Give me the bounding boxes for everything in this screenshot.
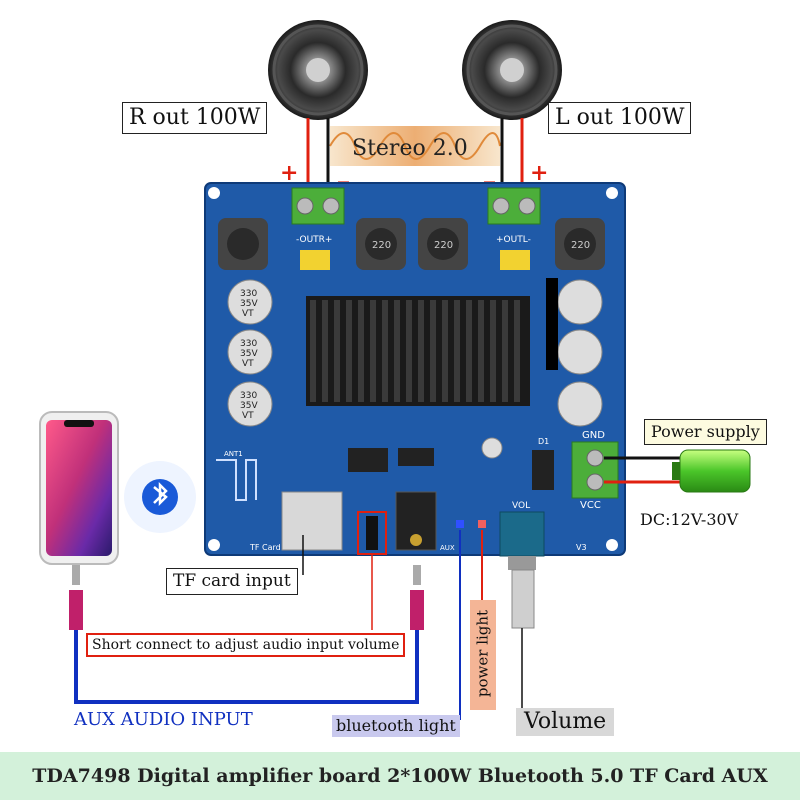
pcb-vcc-label: VCC <box>580 500 601 511</box>
power-led <box>478 520 486 528</box>
inductors: 220 220 220 <box>218 218 605 270</box>
svg-text:220: 220 <box>372 240 391 251</box>
stereo-wave <box>329 126 501 166</box>
label-power-supply: Power supply <box>644 419 767 445</box>
black-bar <box>546 278 558 370</box>
label-volume: Volume <box>516 708 615 736</box>
heatsink-fin <box>334 300 340 402</box>
heatsink-fin <box>406 300 412 402</box>
svg-text:35V: 35V <box>240 299 258 309</box>
aux-cable <box>69 565 424 704</box>
heatsink-fin <box>370 300 376 402</box>
heatsink-fins <box>310 300 520 402</box>
svg-text:TF Card: TF Card <box>249 543 281 552</box>
label-r-out: R out 100W <box>122 102 268 134</box>
heatsink-fin <box>358 300 364 402</box>
tf-card-slot <box>281 491 343 551</box>
heatsink-fin <box>418 300 424 402</box>
title-bar <box>0 752 800 800</box>
chip <box>398 448 434 466</box>
svg-text:_: _ <box>338 158 349 184</box>
battery-icon <box>672 449 751 493</box>
heatsink-fin <box>310 300 316 402</box>
output-terminal-right <box>291 187 345 225</box>
page-title: TDA7498 Digital amplifier board 2*100W B… <box>32 765 768 787</box>
heatsink-fin <box>382 300 388 402</box>
svg-text:VT: VT <box>242 359 254 369</box>
svg-text:VOL: VOL <box>512 501 530 511</box>
header-pins <box>366 516 378 550</box>
label-short-connect: Short connect to adjust audio input volu… <box>86 633 406 657</box>
heatsink-fin <box>442 300 448 402</box>
label-stereo: Stereo 2.0 <box>352 136 468 161</box>
label-power-light: power light <box>473 609 492 698</box>
yellow-capacitor <box>300 250 330 270</box>
svg-text:35V: 35V <box>240 401 258 411</box>
svg-text:330: 330 <box>240 339 257 349</box>
svg-text:330: 330 <box>240 289 257 299</box>
svg-text:330: 330 <box>240 391 257 401</box>
heatsink-fin <box>394 300 400 402</box>
smartphone <box>39 411 119 565</box>
volume-knob <box>508 556 536 629</box>
volume-jumper-highlight <box>357 511 387 555</box>
speaker-right <box>268 20 368 120</box>
svg-text:AUX: AUX <box>440 544 455 552</box>
heatsink-fin <box>502 300 508 402</box>
capacitors-left: 330 35V VT 330 35V VT 330 35V VT <box>227 279 273 427</box>
svg-text:220: 220 <box>571 240 590 251</box>
heatsink-fin <box>322 300 328 402</box>
heatsink-fin <box>514 300 520 402</box>
power-wires <box>604 456 688 484</box>
small-capacitor <box>481 437 503 459</box>
label-dc-range: DC:12V-30V <box>640 510 739 529</box>
pcb-out-r-label: -OUTR+ <box>296 235 332 245</box>
svg-text:+: + <box>280 160 298 186</box>
capacitors-right <box>557 279 603 427</box>
chip <box>348 448 388 472</box>
svg-text:VT: VT <box>242 309 254 319</box>
pcb-gnd-label: GND <box>582 430 605 441</box>
label-aux-audio-input: AUX AUDIO INPUT <box>74 709 253 730</box>
bluetooth-led <box>456 520 464 528</box>
svg-text:220: 220 <box>434 240 453 251</box>
svg-text:VT: VT <box>242 411 254 421</box>
speaker-left <box>462 20 562 120</box>
svg-text:ANT1: ANT1 <box>224 450 243 458</box>
diode <box>532 450 554 490</box>
label-power-light-box: power light <box>470 600 496 710</box>
svg-text:_: _ <box>484 158 495 184</box>
heatsink-fin <box>430 300 436 402</box>
svg-text:V3: V3 <box>576 543 587 552</box>
label-bluetooth-light: bluetooth light <box>332 715 460 737</box>
speaker-wires: + _ _ + <box>280 118 548 200</box>
svg-text:+: + <box>530 160 548 186</box>
heatsink-fin <box>454 300 460 402</box>
bluetooth-icon <box>124 461 196 533</box>
pcb-out-l-label: +OUTL- <box>496 235 531 245</box>
label-l-out: L out 100W <box>548 102 692 134</box>
heatsink-fin <box>478 300 484 402</box>
heatsink-fin <box>466 300 472 402</box>
amplifier-pcb: -OUTR+ +OUTL- 220 220 220 330 35V VT 330… <box>204 182 626 557</box>
svg-text:D1: D1 <box>538 437 549 446</box>
label-tf-card-input: TF card input <box>166 568 298 595</box>
output-terminal-left <box>487 187 541 225</box>
antenna-trace <box>216 459 257 501</box>
yellow-capacitor <box>500 250 530 270</box>
power-terminal <box>571 441 619 499</box>
volume-pot-body <box>499 511 545 557</box>
heatsink-fin <box>490 300 496 402</box>
svg-text:35V: 35V <box>240 349 258 359</box>
heatsink-fin <box>346 300 352 402</box>
